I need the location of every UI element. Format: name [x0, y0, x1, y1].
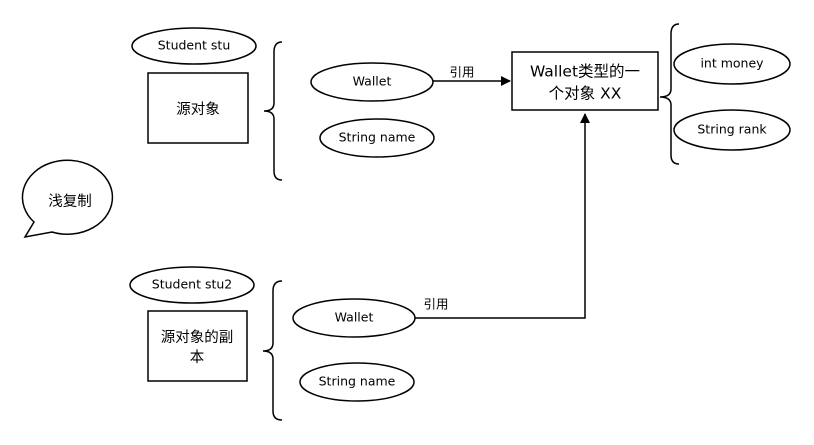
target-money-field: int money — [673, 43, 791, 85]
reference-edge-bottom-label: 引用 — [423, 297, 448, 312]
copy-box: 源对象的副 本 — [147, 310, 248, 382]
source-variable-label: Student stu — [158, 38, 231, 53]
target-box-label-line2: 个对象 XX — [549, 85, 622, 103]
reference-edge-bottom: 引用 — [415, 113, 590, 319]
target-box-label-line1: Wallet类型的一 — [530, 63, 640, 81]
target-money-label: int money — [700, 56, 764, 71]
source-wallet-field: Wallet — [310, 62, 434, 102]
source-brace — [263, 41, 283, 181]
copy-wallet-label: Wallet — [335, 310, 374, 325]
copy-variable: Student stu2 — [129, 266, 255, 304]
copy-box-label-line2: 本 — [190, 349, 205, 366]
source-name-field: String name — [319, 118, 435, 158]
target-box: Wallet类型的一 个对象 XX — [511, 51, 659, 111]
reference-edge-top-label: 引用 — [449, 65, 474, 80]
copy-box-label-line1: 源对象的副 — [161, 329, 234, 346]
source-box: 源对象 — [147, 72, 249, 144]
copy-variable-label: Student stu2 — [152, 277, 232, 292]
target-rank-field: String rank — [673, 109, 791, 151]
copy-name-field: String name — [299, 362, 415, 402]
target-rank-label: String rank — [697, 122, 767, 137]
copy-name-label: String name — [319, 374, 396, 389]
copy-brace — [262, 280, 283, 421]
source-variable: Student stu — [131, 27, 257, 65]
target-brace — [659, 23, 680, 165]
source-wallet-label: Wallet — [353, 74, 392, 89]
reference-edge-top: 引用 — [433, 65, 511, 86]
copy-wallet-field: Wallet — [292, 298, 416, 338]
source-name-label: String name — [339, 130, 416, 145]
source-box-label: 源对象 — [176, 101, 220, 118]
callout-bubble: 浅复制 — [21, 159, 114, 239]
callout-title: 浅复制 — [48, 192, 92, 210]
